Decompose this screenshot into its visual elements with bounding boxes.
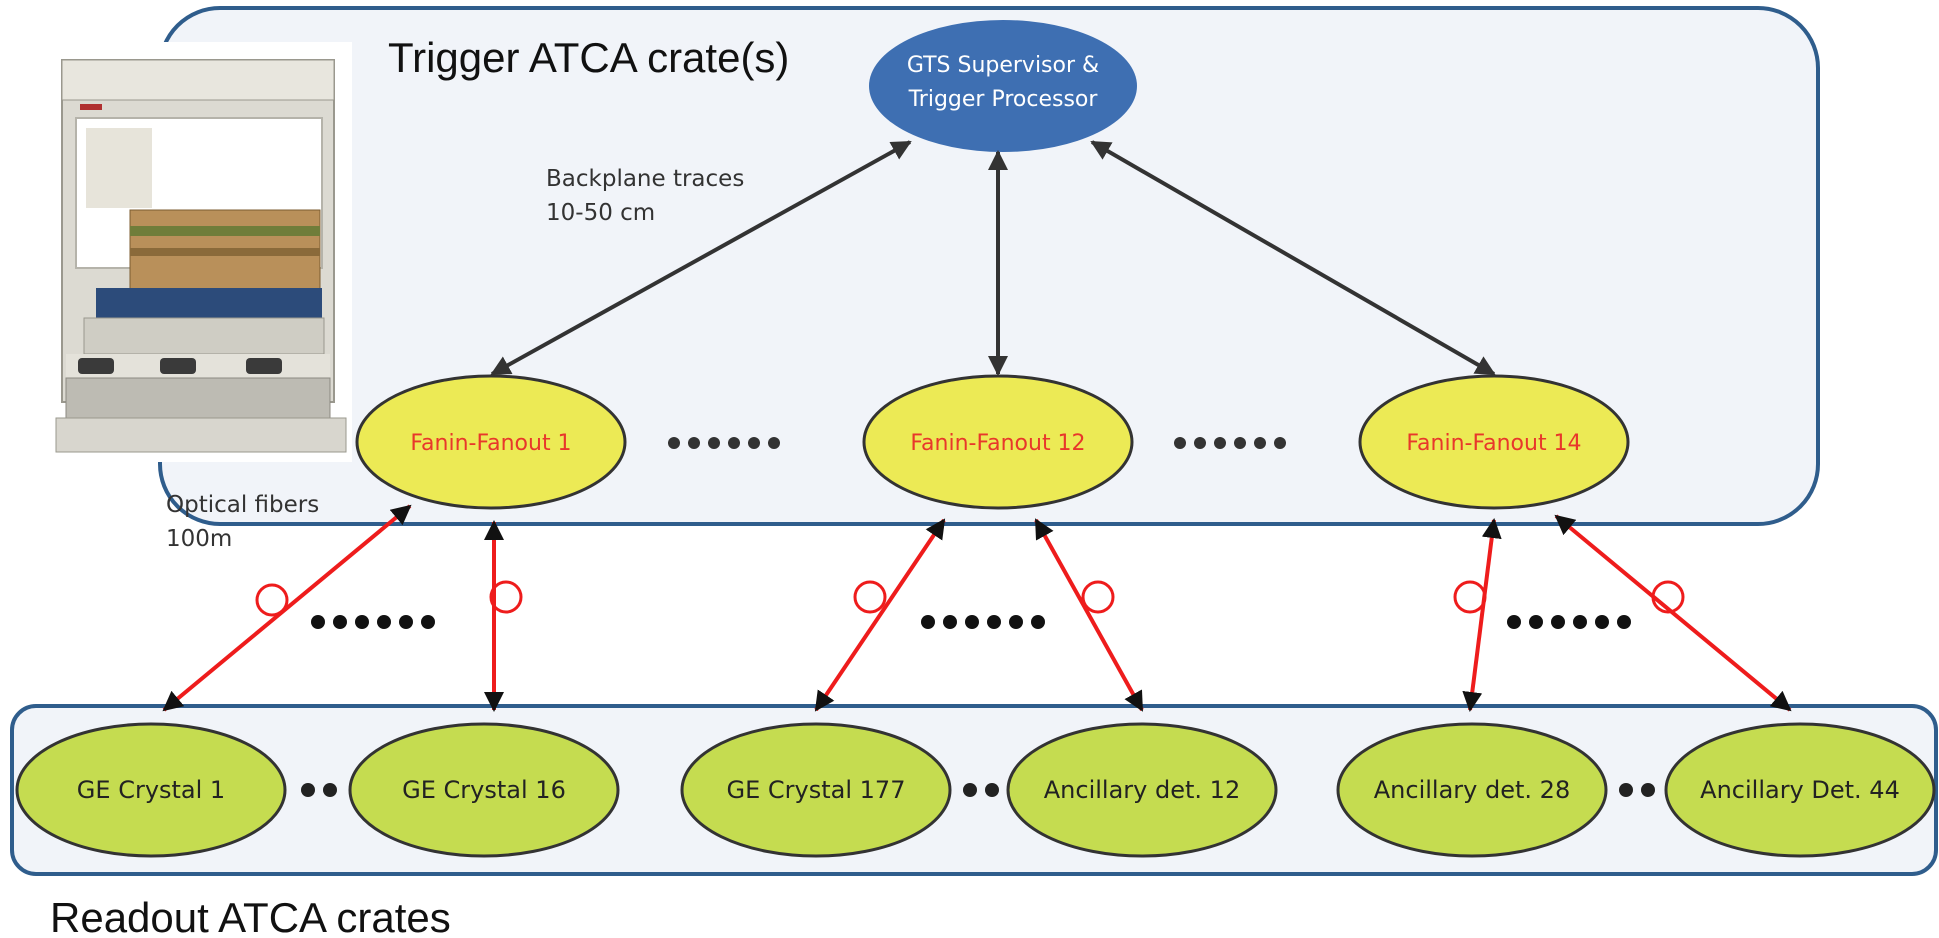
detector-node-ge-crystal-1 <box>15 722 287 858</box>
ellipsis-dots-fanouts-right <box>1174 437 1286 449</box>
ellipsis-dots-fibers-2 <box>921 615 1045 629</box>
backplane-label-line1: Backplane traces <box>546 166 744 192</box>
backplane-link-1 <box>490 140 912 376</box>
fanout-label-14: Fanin-Fanout 14 <box>1406 431 1581 456</box>
fanout-node-12 <box>862 374 1134 510</box>
detector-label-ge-crystal-177: GE Crystal 177 <box>727 776 906 804</box>
atca-crate-photo <box>42 42 352 462</box>
detector-node-ge-crystal-16 <box>348 722 620 858</box>
supervisor-label-line2: Trigger Processor <box>908 87 1099 112</box>
ellipsis-dots-fanouts-left <box>668 437 780 449</box>
detector-label-ge-crystal-16: GE Crystal 16 <box>402 776 566 804</box>
readout-crates-label: Readout ATCA crates <box>50 894 451 938</box>
trigger-crate-label: Trigger ATCA crate(s) <box>388 34 789 81</box>
gts-supervisor-node <box>869 20 1137 152</box>
detector-label-ge-crystal-1: GE Crystal 1 <box>77 776 225 804</box>
ellipsis-dots-detectors-1 <box>301 783 337 797</box>
ellipsis-dots-fibers-3 <box>1507 615 1631 629</box>
detector-node-ge-crystal-177 <box>680 722 952 858</box>
fanout-label-12: Fanin-Fanout 12 <box>910 431 1085 456</box>
supervisor-label-line1: GTS Supervisor & <box>907 53 1099 78</box>
ellipsis-dots-detectors-2 <box>963 783 999 797</box>
backplane-link-14 <box>1090 140 1496 376</box>
detector-node-ancillary-12 <box>1006 722 1278 858</box>
fanout-node-1 <box>355 374 627 510</box>
detector-node-ancillary-44 <box>1664 722 1936 858</box>
fanout-node-14 <box>1358 374 1630 510</box>
detector-node-ancillary-28 <box>1336 722 1608 858</box>
fanout-label-1: Fanin-Fanout 1 <box>410 431 571 456</box>
optical-label-line1: Optical fibers <box>166 492 319 518</box>
detector-label-ancillary-12: Ancillary det. 12 <box>1044 776 1240 804</box>
optical-fiber-links <box>162 504 1792 712</box>
detector-label-ancillary-28: Ancillary det. 28 <box>1374 776 1570 804</box>
detector-label-ancillary-44: Ancillary Det. 44 <box>1700 776 1900 804</box>
ellipsis-dots-fibers-1 <box>311 615 435 629</box>
fiber-ring-markers <box>255 580 1685 617</box>
ellipsis-dots-detectors-3 <box>1619 783 1655 797</box>
backplane-label-line2: 10-50 cm <box>546 200 655 226</box>
optical-label-line2: 100m <box>166 526 232 552</box>
